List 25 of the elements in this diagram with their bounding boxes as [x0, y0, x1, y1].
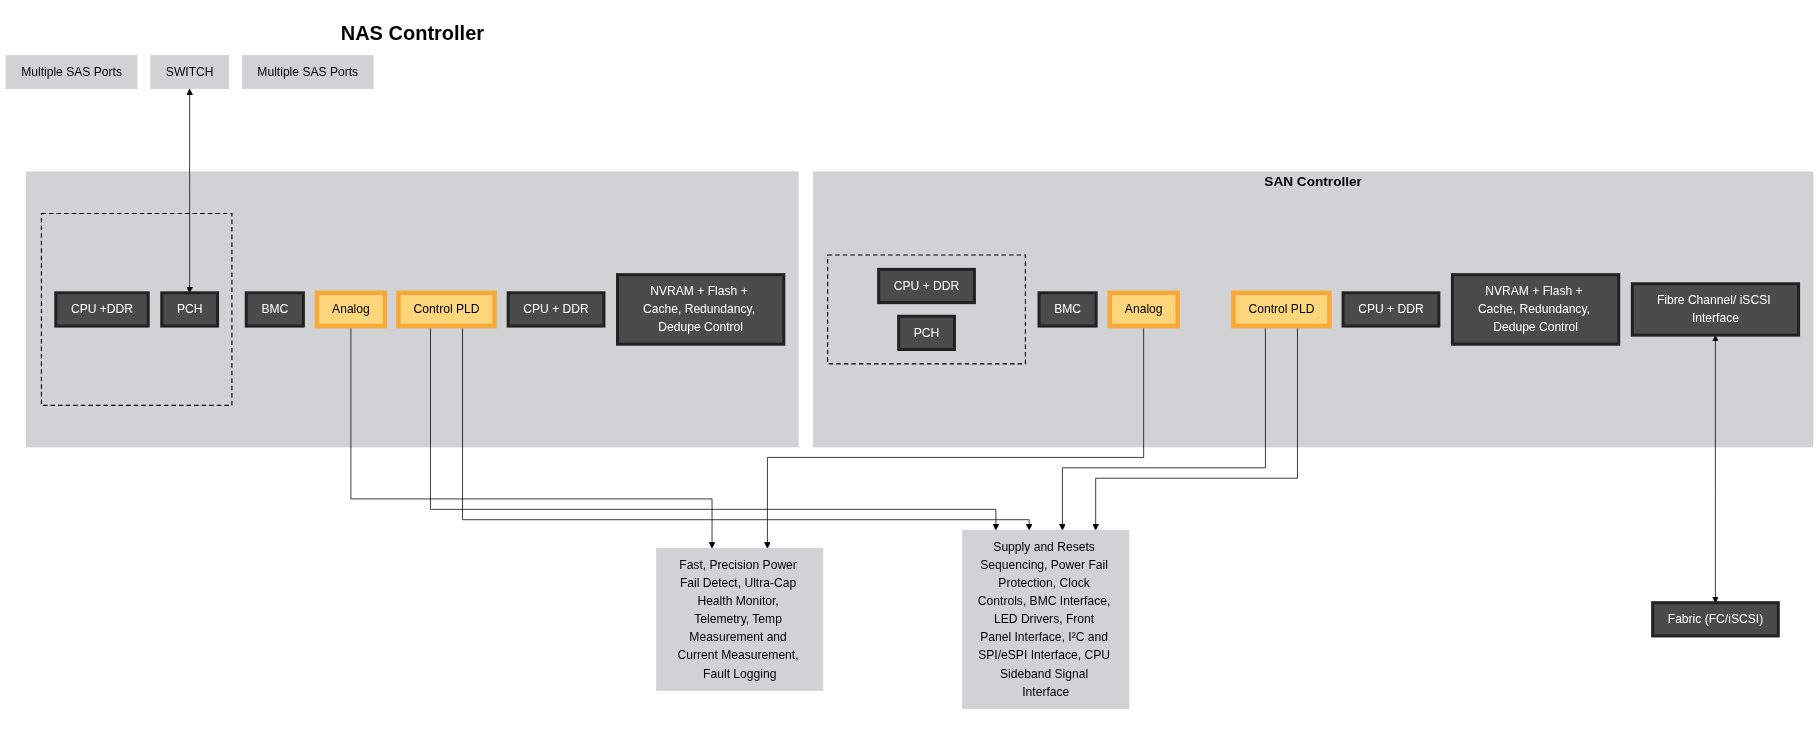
node-box: Control PLD [396, 290, 497, 329]
cluster [40, 212, 233, 406]
node-box: CPU + DDR [506, 291, 606, 328]
cluster [25, 171, 799, 448]
node-box: NVRAM + Flash + Cache, Redundancy, Dedupe Control [1450, 273, 1621, 346]
node-box: BMC [1037, 291, 1098, 328]
node-box: Multiple SAS Ports [5, 55, 138, 90]
node-box: CPU + DDR [1341, 291, 1441, 328]
node-box: SWITCH [150, 55, 229, 90]
node-box: Fibre Channel/ iSCSI Interface [1630, 282, 1801, 337]
node-box: Multiple SAS Ports [241, 55, 374, 90]
node-box: Fast, Precision Power Fail Detect, Ultra-Cap Health Monitor, Telemetry, Temp Measurement and Current Measurement, Fault Logging [656, 547, 824, 691]
node-box: Supply and Resets Sequencing, Power Fail Protection, Clock Controls, BMC Interface, LED Drivers, Front Panel Interface, I²C and SPI/eSPI Interface, CPU Sideband Signal Interface [962, 529, 1130, 709]
node-box: CPU +DDR [54, 291, 150, 328]
node-box: Fabric (FC/iSCSI) [1651, 601, 1780, 638]
node-box: NVRAM + Flash + Cache, Redundancy, Dedupe Control [616, 273, 786, 346]
node-box: PCH [897, 314, 956, 351]
node-box: Analog [1107, 290, 1180, 329]
node-box: Control PLD [1231, 290, 1332, 329]
cluster [827, 254, 1026, 365]
node-box: BMC [244, 291, 305, 328]
node-box: Analog [314, 290, 388, 329]
node-box: PCH [160, 291, 220, 328]
node-box: CPU + DDR [877, 267, 976, 305]
section-heading: NAS Controller [340, 22, 485, 46]
